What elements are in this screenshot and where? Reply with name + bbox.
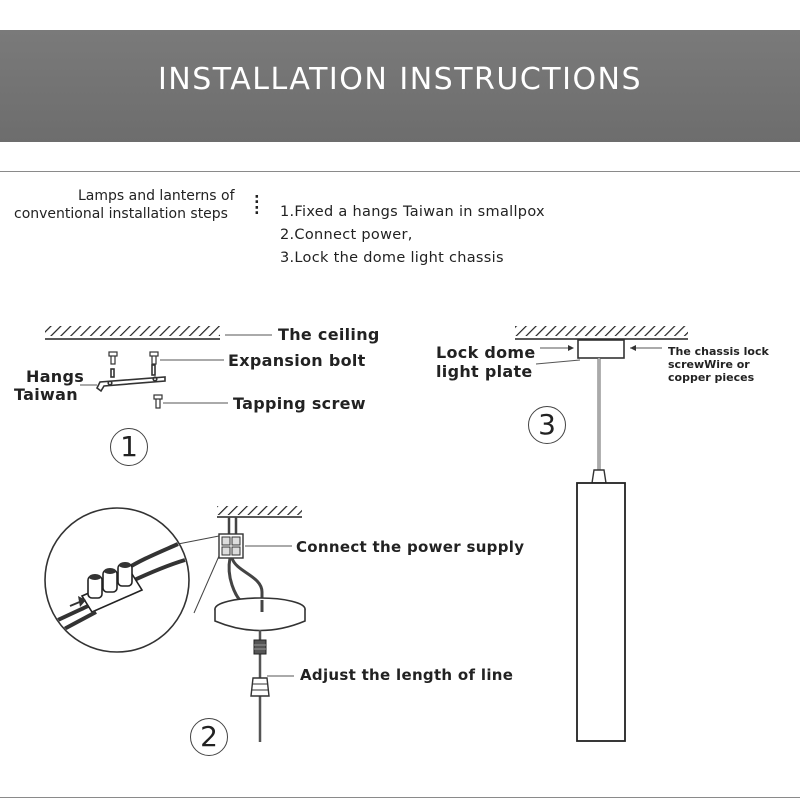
cable-connector-icon (253, 639, 267, 655)
intro-colon-2: : (254, 202, 260, 218)
step-number-1: 1 (110, 428, 148, 466)
mounting-bracket-icon (95, 364, 166, 393)
top-divider (0, 171, 800, 172)
step-number-2: 2 (190, 718, 228, 756)
intro-colon: : (254, 191, 260, 207)
tapping-screw-icon (153, 394, 163, 409)
diagram-3-ceiling (515, 326, 688, 340)
label-hangs: Hangs (26, 367, 85, 386)
header-banner (0, 30, 800, 142)
label-taiwan: Taiwan (14, 385, 78, 404)
label-light-plate: light plate (436, 362, 533, 381)
step-1: 1.Fixed a hangs Taiwan in smallpox (280, 204, 545, 220)
label-chassis-lock-3: copper pieces (668, 371, 755, 384)
label-chassis-lock-2: screwWire or (668, 358, 750, 371)
label-adjust-length: Adjust the length of line (300, 666, 514, 684)
dome-plate-icon (577, 339, 625, 359)
intro-line-2: conventional installation steps (14, 206, 228, 222)
expansion-bolt-icon (108, 351, 159, 365)
step-3: 3.Lock the dome light chassis (280, 250, 504, 266)
tube-lamp-icon (576, 482, 626, 742)
page-title: INSTALLATION INSTRUCTIONS (157, 62, 643, 97)
label-lock-dome: Lock dome (436, 343, 536, 362)
cable-gland-icon (250, 677, 270, 697)
diagram-1-ceiling (45, 326, 220, 340)
label-tapping-screw: Tapping screw (233, 394, 366, 413)
step-2: 2.Connect power, (280, 227, 413, 243)
label-chassis-lock-1: The chassis lock (668, 345, 769, 358)
label-expansion-bolt: Expansion bolt (228, 351, 366, 370)
step-number-3: 3 (528, 406, 566, 444)
label-the-ceiling: The ceiling (278, 325, 380, 344)
label-connect-power: Connect the power supply (296, 538, 525, 556)
magnified-detail (44, 507, 190, 653)
bottom-divider (0, 797, 800, 798)
diagram-2-ceiling (217, 506, 302, 518)
intro-line-1: Lamps and lanterns of (78, 188, 235, 204)
